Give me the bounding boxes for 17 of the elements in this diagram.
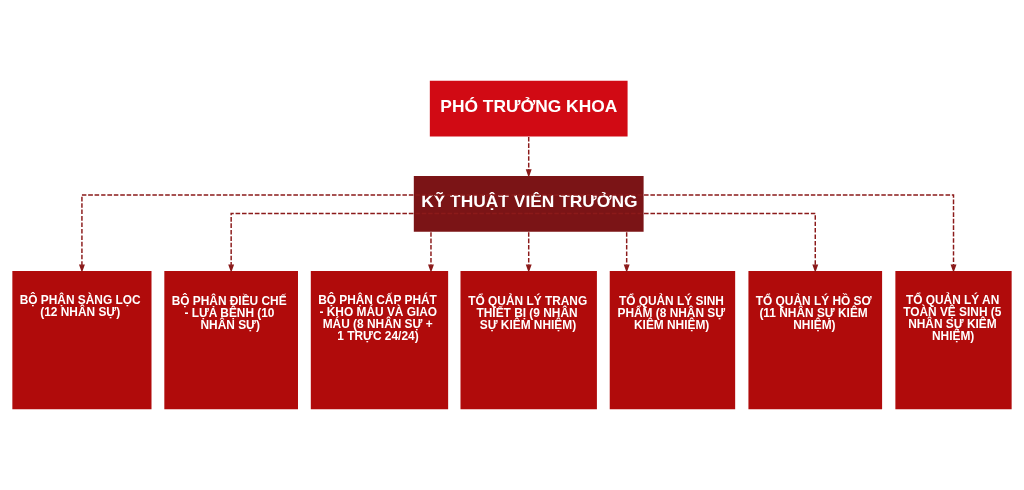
node-box: TỔ QUẢN LÝ SINH PHẨM (8 NHÂN SỰ KIÊM NHIỆM) — [609, 271, 736, 410]
node-box: BỘ PHẬN ĐIỀU CHẾ - LỰA BỆNH (10 NHÂN SỰ) — [164, 271, 298, 410]
node-box: BỘ PHẬN CẤP PHÁT - KHO MÁU VÀ GIAO MÁU (8 NHÂN SỰ + 1 TRỰC 24/24) — [310, 271, 449, 410]
node-box: PHÓ TRƯỞNG KHOA — [429, 80, 628, 137]
arrow — [525, 231, 532, 273]
arrow — [79, 194, 530, 273]
arrow — [525, 136, 532, 178]
node-box: TỔ QUẢN LÝ TRANG THIẾT BỊ (9 NHÂN SỰ KIÊM NHIỆM) — [460, 271, 597, 410]
arrow — [428, 231, 434, 273]
arrow — [528, 212, 819, 273]
node-box: TỔ QUẢN LÝ HỒ SƠ (11 NHÂN SỰ KIÊM NHIỆM) — [748, 271, 883, 410]
arrow — [228, 212, 530, 273]
node-box: KỸ THUẬT VIÊN TRƯỞNG — [413, 175, 644, 232]
node-box: BỘ PHẬN SÀNG LỌC (12 NHÂN SỰ) — [12, 271, 152, 410]
arrow — [623, 231, 630, 273]
arrow — [528, 194, 957, 273]
node-box: TỔ QUẢN LÝ AN TOÀN VỆ SINH (5 NHÂN SỰ KIÊM NHIỆM) — [895, 271, 1012, 410]
